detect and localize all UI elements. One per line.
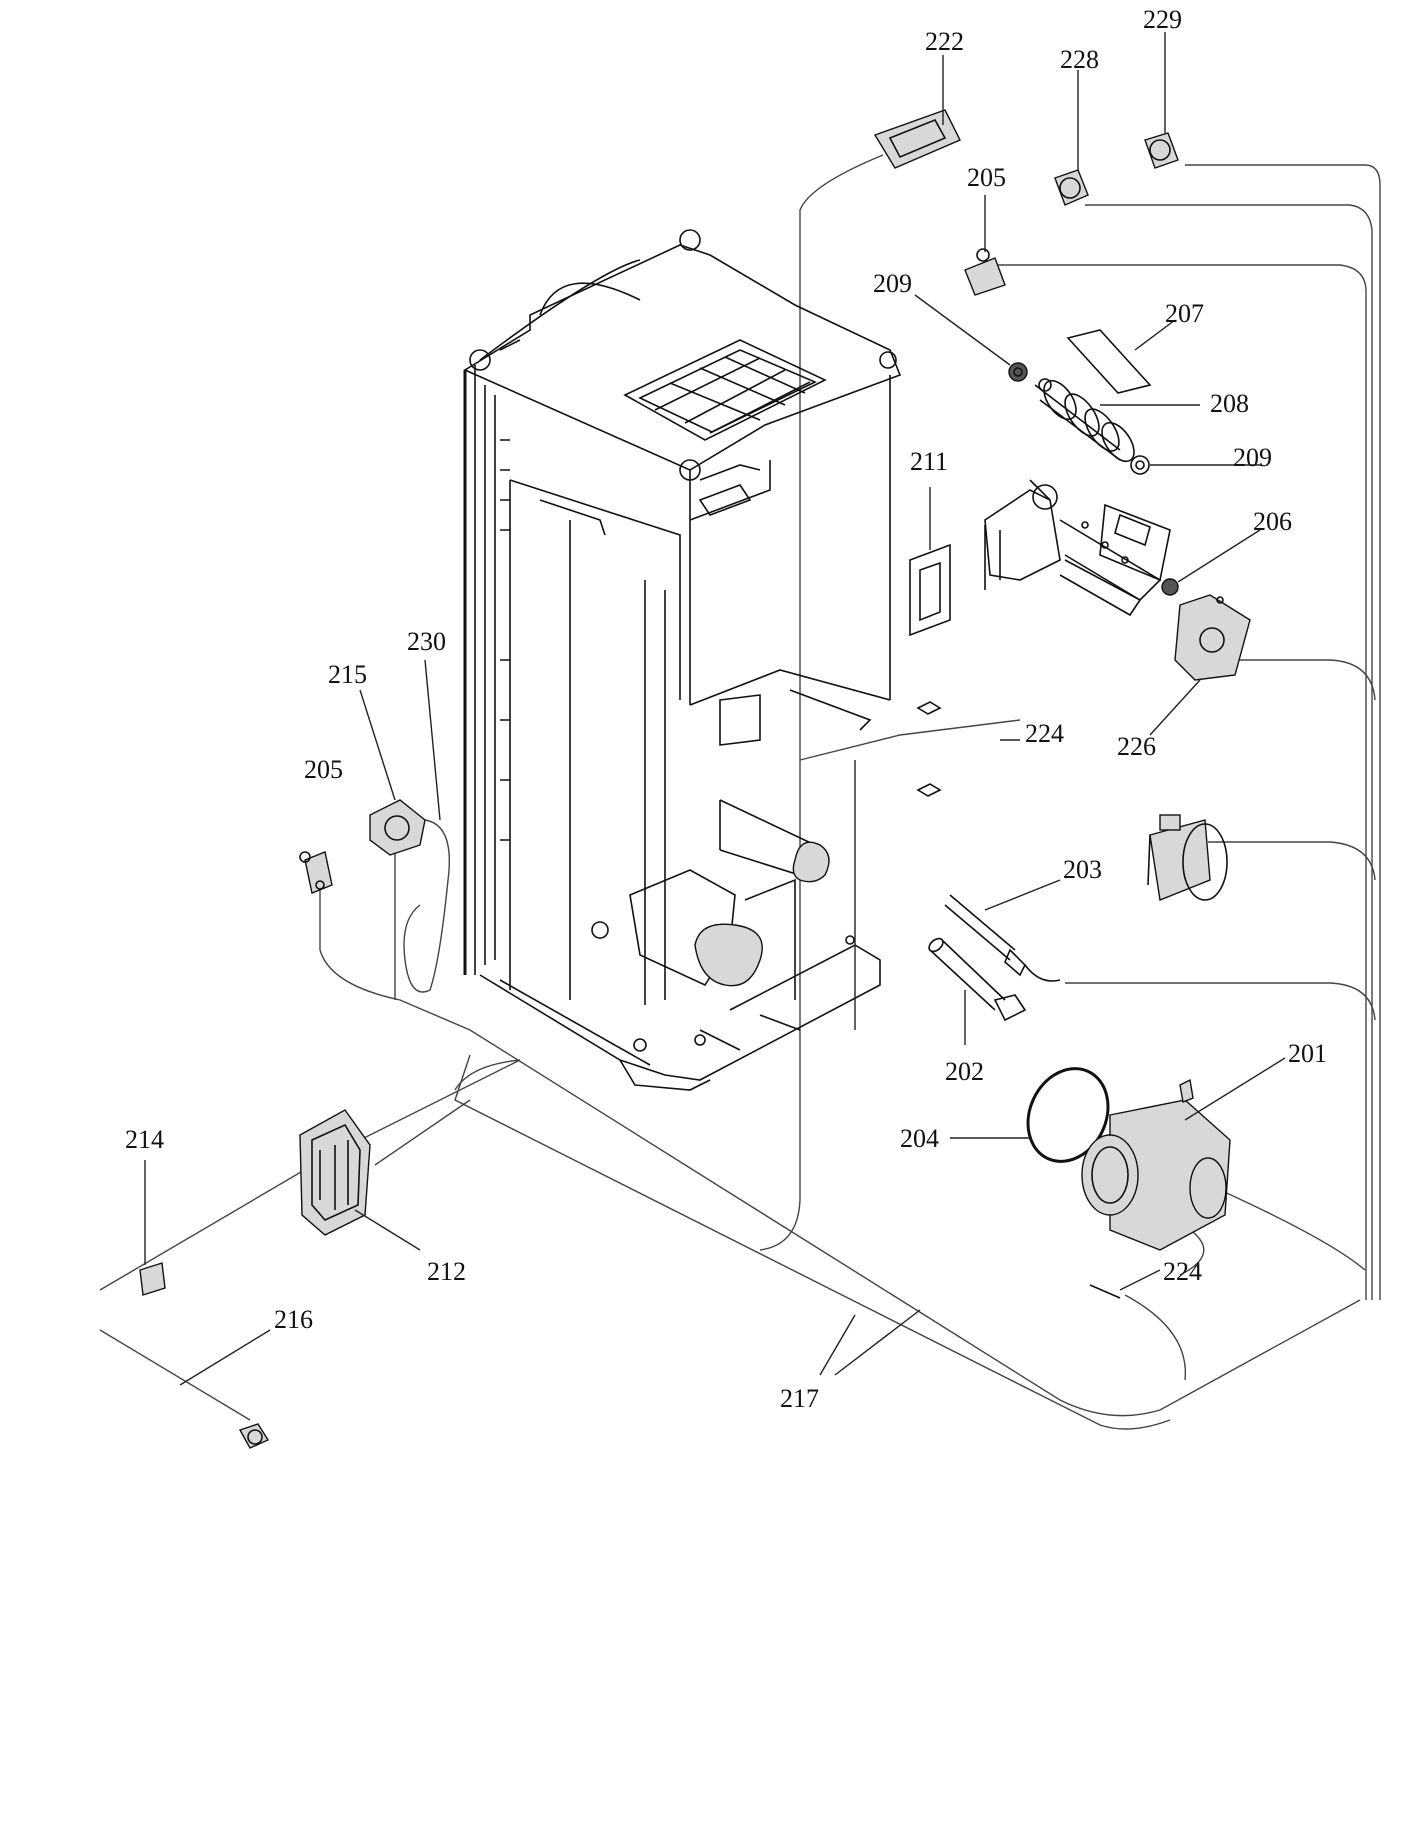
label-216: 216 xyxy=(274,1305,313,1334)
wiring-harness xyxy=(99,154,1381,1430)
part-205-pressure-switch-top xyxy=(964,195,1006,296)
part-209-bearing-lower xyxy=(1130,455,1262,475)
part-combustion-motor xyxy=(1147,814,1228,901)
label-228: 228 xyxy=(1060,45,1099,74)
part-204-gasket-ring xyxy=(950,1067,1110,1163)
part-229-thermostat xyxy=(1144,32,1179,169)
part-230-hose xyxy=(424,659,441,821)
part-206-bushing xyxy=(1161,529,1261,596)
part-205-pressure-switch-left xyxy=(299,851,333,894)
part-214-switch xyxy=(139,1160,166,1296)
label-202: 202 xyxy=(945,1057,984,1086)
label-207: 207 xyxy=(1165,299,1204,328)
part-203-igniter xyxy=(944,879,1061,982)
label-203: 203 xyxy=(1063,855,1102,884)
part-224-sensor-upper xyxy=(854,701,1020,1030)
label-222: 222 xyxy=(925,27,964,56)
label-209-lower: 209 xyxy=(1233,443,1272,472)
label-224-lower: 224 xyxy=(1163,1257,1202,1286)
part-224-sensor-lower xyxy=(1089,1269,1161,1299)
label-214: 214 xyxy=(125,1125,164,1154)
part-215-pressure-sensor xyxy=(359,689,426,856)
part-211-gasket xyxy=(909,487,951,637)
label-209-top: 209 xyxy=(873,269,912,298)
part-228-thermostat xyxy=(1054,70,1089,206)
label-229: 229 xyxy=(1143,5,1182,34)
label-226: 226 xyxy=(1117,732,1156,761)
part-209-bearing-top xyxy=(914,294,1028,382)
label-217: 217 xyxy=(780,1384,819,1413)
part-auger-housing xyxy=(984,479,1171,617)
part-222-control-display xyxy=(873,55,961,169)
part-208-auger xyxy=(1034,378,1200,463)
label-230: 230 xyxy=(407,627,446,656)
label-205-left: 205 xyxy=(304,755,343,784)
part-216-fuse-holder xyxy=(179,1329,271,1449)
label-201: 201 xyxy=(1288,1039,1327,1068)
label-224-upper: 224 xyxy=(1025,719,1064,748)
part-212-control-board xyxy=(299,1109,421,1251)
label-205-top: 205 xyxy=(967,163,1006,192)
label-215: 215 xyxy=(328,660,367,689)
part-207-plate xyxy=(1066,319,1176,394)
stove-frame xyxy=(463,229,902,1091)
label-208: 208 xyxy=(1210,389,1249,418)
label-204: 204 xyxy=(900,1124,939,1153)
part-226-gear-motor xyxy=(1149,594,1251,736)
part-number-labels: 222 228 229 205 209 207 208 209 211 206 … xyxy=(125,5,1327,1413)
label-206: 206 xyxy=(1253,507,1292,536)
part-201-combustion-fan xyxy=(1081,1057,1286,1251)
part-202-igniter-sleeve xyxy=(928,937,1027,1045)
label-212: 212 xyxy=(427,1257,466,1286)
label-211: 211 xyxy=(910,447,948,476)
